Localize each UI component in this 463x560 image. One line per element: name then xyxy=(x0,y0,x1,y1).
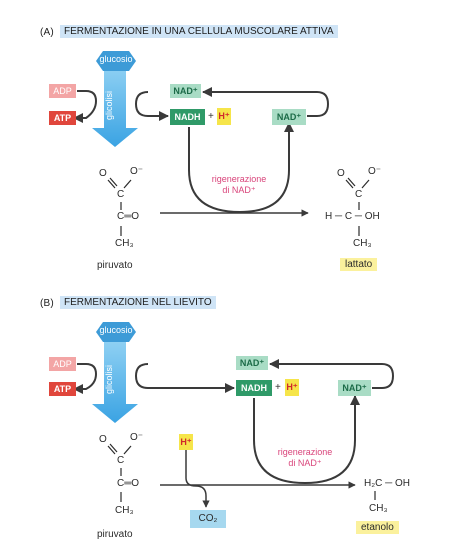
pyruvate-o-minus-b: O⁻ xyxy=(130,432,144,443)
pyruvate-o-b: O xyxy=(99,434,107,445)
glycolysis-label-a: glicolisi xyxy=(104,90,114,120)
regeneration-label-b: rigenerazione di NAD⁺ xyxy=(264,447,346,469)
h-plus-extra-b: H⁺ xyxy=(179,434,193,450)
lactate-hcoh-a: H ─ C ─ OH xyxy=(325,211,380,222)
glucose-hexagon-b xyxy=(96,322,136,342)
pyruvate-bonds-b xyxy=(107,443,132,502)
nad-plus-left-b: NAD⁺ xyxy=(236,356,268,370)
h-plus-chip-a: H⁺ xyxy=(217,108,231,125)
glycolysis-label-b: glicolisi xyxy=(104,364,114,394)
pyruvate-c1-b: C xyxy=(117,455,125,466)
pyruvate-name-a: piruvato xyxy=(97,260,133,271)
panel-a-title: FERMENTAZIONE IN UNA CELLULA MUSCOLARE A… xyxy=(60,25,338,38)
plus-sign-a: + xyxy=(208,111,214,122)
atp-chip-a: ATP xyxy=(49,111,76,125)
ethanol-name-b: etanolo xyxy=(356,521,399,534)
nadh-chip-a: NADH xyxy=(170,109,205,125)
ethanol-ch3-b: CH₃ xyxy=(369,503,388,514)
nad-return-loop-b xyxy=(269,359,395,389)
regeneration-label-a: rigenerazione di NAD⁺ xyxy=(198,174,280,196)
pyruvate-ch3-a: CH₃ xyxy=(115,238,134,249)
nad-plus-left-a: NAD⁺ xyxy=(170,84,201,98)
pyruvate-o-a: O xyxy=(99,168,107,179)
lactate-c1-a: C xyxy=(355,189,363,200)
pyruvate-bonds-a xyxy=(107,177,132,236)
glycolysis-to-nadh-arrow-a xyxy=(134,91,169,121)
atp-chip-b: ATP xyxy=(49,382,76,396)
lactate-o-a: O xyxy=(337,168,345,179)
glycolysis-arrow-b xyxy=(92,342,138,423)
regeneration-line2-a: di NAD⁺ xyxy=(222,185,256,195)
h-plus-chip-b: H⁺ xyxy=(285,379,299,396)
adp-chip-b: ADP xyxy=(49,357,76,371)
lactate-bonds-a xyxy=(345,177,370,236)
pyruvate-name-b: piruvato xyxy=(97,529,133,540)
co2-release-arrow xyxy=(185,449,210,508)
lactate-name-a: lattato xyxy=(340,258,378,271)
glycolysis-to-nadh-arrow-b xyxy=(134,363,235,393)
regeneration-curve-b xyxy=(253,395,360,485)
nadh-chip-b: NADH xyxy=(236,380,272,396)
panel-a-letter: (A) xyxy=(40,27,54,38)
nad-plus-right-b: NAD⁺ xyxy=(338,380,371,396)
regeneration-line1-a: rigenerazione xyxy=(211,174,267,184)
glucose-hexagon-a xyxy=(96,51,136,71)
glucose-label-b: glucosio xyxy=(99,325,133,335)
pyruvate-c1-a: C xyxy=(117,189,125,200)
panel-b-title: FERMENTAZIONE NEL LIEVITO xyxy=(60,296,216,309)
glucose-label-a: glucosio xyxy=(99,54,133,64)
adp-chip-a: ADP xyxy=(49,84,76,98)
adp-atp-arrow-a xyxy=(73,90,98,123)
pyruvate-co-b: C═O xyxy=(117,478,140,489)
adp-atp-arrow-b xyxy=(73,363,98,394)
regeneration-curve-a xyxy=(188,122,294,214)
pyruvate-o-minus-a: O⁻ xyxy=(130,166,144,177)
panel-b-letter: (B) xyxy=(40,298,54,309)
nad-return-loop-a xyxy=(202,87,330,117)
regeneration-line2-b: di NAD⁺ xyxy=(288,458,322,468)
pyruvate-co-a: C═O xyxy=(117,211,140,222)
ethanol-h2coh-b: H₂C ─ OH xyxy=(364,478,410,489)
lactate-o-minus-a: O⁻ xyxy=(368,166,382,177)
lactate-ch3-a: CH₃ xyxy=(353,238,372,249)
glycolysis-arrow-a xyxy=(92,67,138,147)
nad-plus-right-a: NAD⁺ xyxy=(272,109,306,125)
plus-sign-b: + xyxy=(275,382,281,393)
co2-box: CO₂ xyxy=(190,510,226,528)
pyruvate-ch3-b: CH₃ xyxy=(115,505,134,516)
regeneration-line1-b: rigenerazione xyxy=(277,447,333,457)
